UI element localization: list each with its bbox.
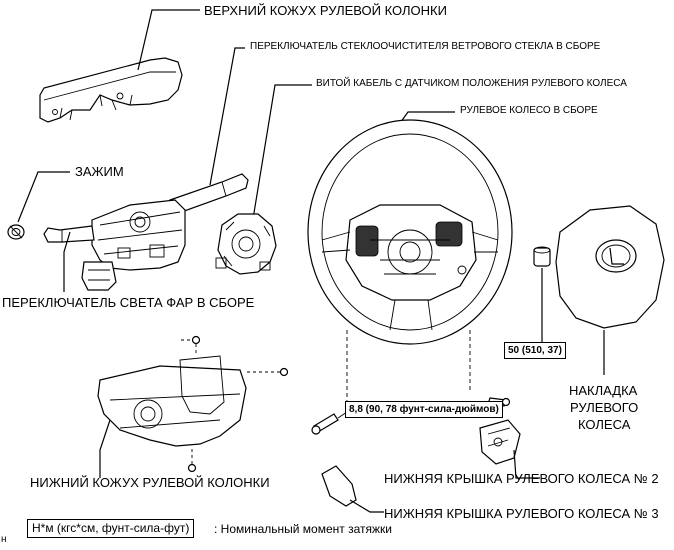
clamp-part [7, 224, 25, 240]
upper-column-cover-part [39, 57, 183, 123]
label-steering-wheel: РУЛЕВОЕ КОЛЕСО В СБОРЕ [460, 105, 598, 116]
label-steering-pad-3: КОЛЕСА [578, 417, 631, 432]
torque-legend-description: : Номинальный момент затяжки [214, 522, 392, 536]
leader-wiper-switch [209, 47, 245, 186]
torx-screw-left [311, 413, 339, 435]
label-steering-pad-2: РУЛЕВОГО [570, 400, 639, 415]
label-lower-cover-3: НИЖНЯЯ КРЫШКА РУЛЕВОГО КОЛЕСА № 3 [384, 506, 659, 521]
leader-cover-3 [349, 499, 384, 513]
leader-cover-2 [513, 449, 540, 479]
label-spiral-cable: ВИТОЙ КАБЕЛЬ С ДАТЧИКОМ ПОЛОЖЕНИЯ РУЛЕВО… [316, 78, 627, 89]
label-upper-column-cover: ВЕРХНИЙ КОЖУХ РУЛЕВОЙ КОЛОНКИ [204, 3, 447, 18]
corner-mark: н [1, 534, 7, 545]
leader-spiral-cable [251, 84, 312, 226]
leader-lower-cover [99, 419, 111, 478]
torque-screw-box: 8,8 (90, 78 фунт-сила-дюймов) [345, 401, 503, 418]
combination-switch-part [43, 173, 249, 291]
torque-unit-legend-box: Н*м (кгс*см, фунт-сила-фут) [27, 519, 195, 539]
label-wiper-switch: ПЕРЕКЛЮЧАТЕЛЬ СТЕКЛООЧИСТИТЕЛЯ ВЕТРОВОГО… [250, 41, 601, 52]
torque-nut-box: 50 (510, 37) [504, 342, 566, 359]
label-clamp: ЗАЖИМ [75, 164, 124, 179]
lower-wheel-cover-3-part [321, 465, 357, 507]
steering-pad-part [555, 205, 665, 329]
lower-column-cover-part [97, 355, 247, 447]
steering-wheel-part [307, 119, 513, 345]
leader-clamp [17, 171, 70, 223]
leader-upper-cover [137, 9, 200, 71]
spiral-cable-part [215, 213, 277, 275]
leader-headlight-switch [63, 231, 71, 292]
lower-cover-screws [180, 335, 289, 473]
label-lower-column-cover: НИЖНИЙ КОЖУХ РУЛЕВОЙ КОЛОНКИ [30, 475, 270, 490]
label-headlight-switch: ПЕРЕКЛЮЧАТЕЛЬ СВЕТА ФАР В СБОРЕ [2, 295, 255, 310]
label-lower-cover-2: НИЖНЯЯ КРЫШКА РУЛЕВОГО КОЛЕСА № 2 [384, 471, 659, 486]
label-steering-pad-1: НАКЛАДКА [569, 383, 638, 398]
nut-part [533, 246, 551, 267]
